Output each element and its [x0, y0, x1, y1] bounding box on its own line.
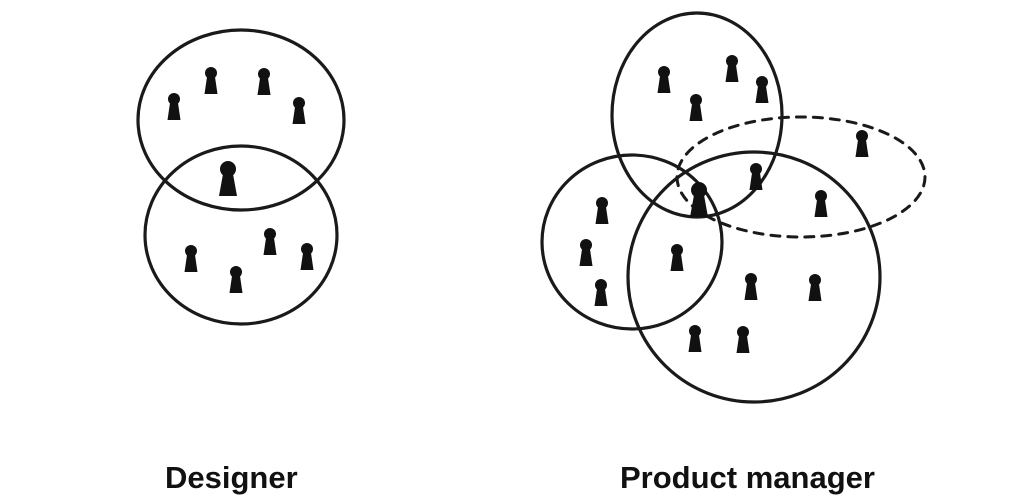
- pm-large-ring: [626, 150, 882, 404]
- pm-left-ring: [540, 153, 724, 331]
- person-icon: [688, 325, 702, 352]
- pm-hub-person: [690, 182, 708, 217]
- person-icon: [300, 243, 314, 270]
- person-icon: [657, 66, 671, 93]
- pm-dashed-ring: [675, 115, 927, 239]
- person-icon: [594, 279, 608, 306]
- designer-upper-people: [167, 67, 306, 124]
- person-icon: [184, 245, 198, 272]
- person-icon: [744, 273, 758, 300]
- person-icon: [219, 161, 237, 196]
- pm-dashed-person: [855, 130, 869, 157]
- product-manager-caption: Product manager: [620, 460, 875, 495]
- person-icon: [749, 163, 763, 190]
- person-icon: [725, 55, 739, 82]
- pm-top-people: [657, 55, 769, 121]
- person-icon: [595, 197, 609, 224]
- person-icon: [670, 244, 684, 271]
- person-icon: [755, 76, 769, 103]
- person-icon: [808, 274, 822, 301]
- person-icon: [690, 182, 708, 217]
- person-icon: [292, 97, 306, 124]
- person-icon: [579, 239, 593, 266]
- pm-left-people: [579, 197, 609, 306]
- designer-upper-ring: [136, 28, 346, 212]
- person-icon: [204, 67, 218, 94]
- person-icon: [229, 266, 243, 293]
- person-icon: [263, 228, 277, 255]
- designer-lower-ring: [143, 144, 339, 326]
- person-icon: [689, 94, 703, 121]
- designer-lower-people: [184, 228, 314, 293]
- designer-bridge-person: [219, 161, 237, 196]
- pm-top-ring: [610, 11, 784, 219]
- person-icon: [167, 93, 181, 120]
- person-icon: [855, 130, 869, 157]
- designer-group: [136, 28, 346, 326]
- person-icon: [736, 326, 750, 353]
- designer-caption: Designer: [165, 460, 298, 495]
- person-icon: [814, 190, 828, 217]
- product-manager-group: [540, 11, 927, 404]
- person-icon: [257, 68, 271, 95]
